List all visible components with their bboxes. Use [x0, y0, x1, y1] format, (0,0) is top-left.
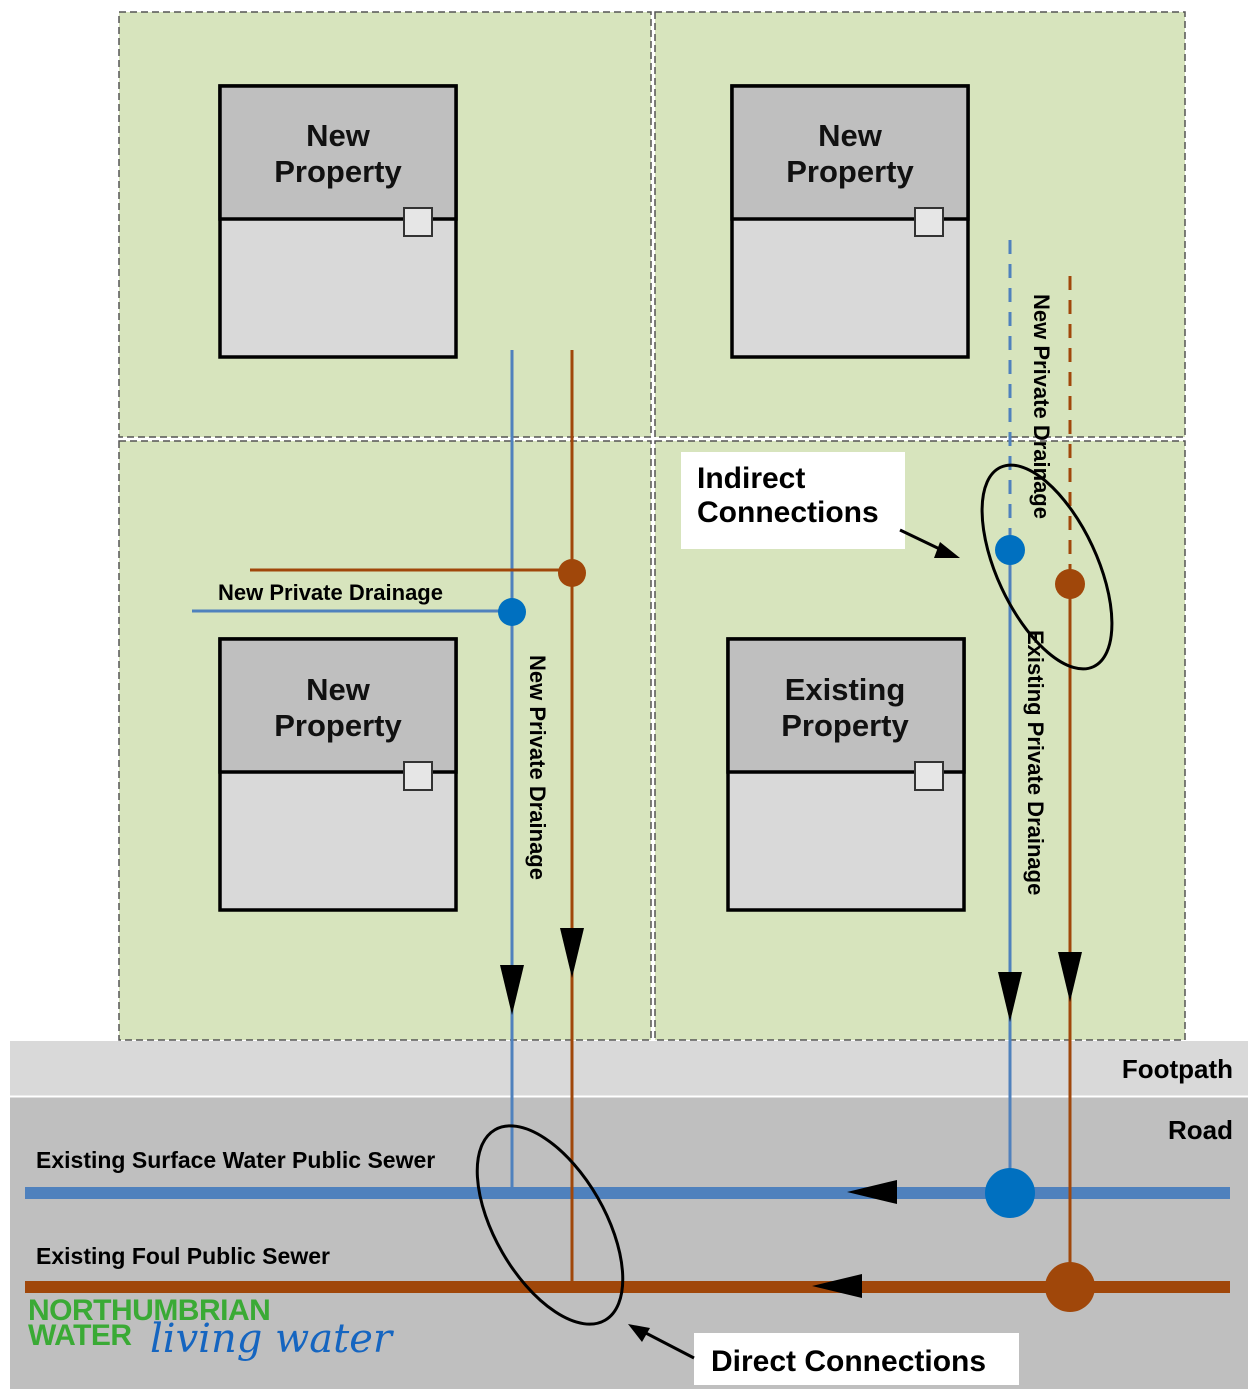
flow-arrow-left-icon	[812, 1274, 862, 1298]
indirect-foul-junction	[1055, 569, 1085, 599]
footpath-label: Footpath	[1122, 1054, 1233, 1084]
property-title-line2: Property	[274, 154, 402, 189]
flow-arrow-down-icon	[560, 928, 584, 978]
indirect-connections-callout	[681, 452, 905, 549]
property-title-line1: New	[306, 672, 371, 707]
property-top-left: New Property	[218, 84, 458, 359]
direct-connections-ellipse	[475, 1124, 625, 1326]
inspection-chamber-icon	[914, 761, 944, 791]
northumbrian-water-logo: NORTHUMBRIAN WATER living water	[28, 1294, 395, 1362]
road	[10, 1097, 1248, 1389]
inspection-chamber-icon	[914, 207, 944, 237]
direct-connections-label: Direct Connections	[711, 1345, 986, 1378]
property-title-line1: New	[306, 118, 371, 153]
property-bottom-left: New Property	[218, 637, 458, 912]
flow-arrow-down-icon	[500, 965, 524, 1015]
arrow-head-icon	[628, 1324, 650, 1342]
road-label: Road	[1168, 1115, 1233, 1145]
brand-tagline: living water	[150, 1316, 395, 1362]
arrow-head-icon	[934, 542, 960, 558]
direct-connections-callout	[694, 1333, 1019, 1385]
inspection-chamber-icon	[403, 207, 433, 237]
indirect-connections-line2: Connections	[697, 496, 879, 529]
flow-arrow-down-icon	[1058, 952, 1082, 1002]
flow-arrow-left-icon	[847, 1180, 897, 1204]
property-title-line1: Existing	[785, 672, 906, 707]
foul-sewer-label: Existing Foul Public Sewer	[36, 1243, 330, 1269]
brand-line2: WATER	[28, 1319, 132, 1352]
new-private-drainage-vertical-label: New Private Drainage	[525, 655, 550, 880]
direct-callout-arrow	[639, 1328, 695, 1360]
existing-private-drainage-label: Existing Private Drainage	[1023, 630, 1048, 895]
property-title-line2: Property	[781, 708, 909, 743]
foul-junction	[558, 559, 586, 587]
property-top-right: New Property	[730, 84, 970, 359]
surface-junction	[498, 598, 526, 626]
indirect-connections-line1: Indirect	[697, 462, 805, 495]
surface-water-sewer-label: Existing Surface Water Public Sewer	[36, 1147, 435, 1173]
property-title-line2: Property	[786, 154, 914, 189]
sewer-connection-surface	[985, 1168, 1035, 1218]
property-title-line1: New	[818, 118, 883, 153]
property-bottom-right: Existing Property	[726, 637, 966, 912]
indirect-surface-junction	[995, 535, 1025, 565]
sewer-connection-foul	[1045, 1262, 1095, 1312]
inspection-chamber-icon	[403, 761, 433, 791]
brand-line1: NORTHUMBRIAN	[28, 1294, 270, 1327]
new-private-drainage-vertical-label-right: New Private Drainage	[1029, 294, 1054, 519]
footpath	[10, 1041, 1248, 1096]
indirect-connections-ellipse	[980, 463, 1114, 671]
flow-arrow-down-icon	[998, 972, 1022, 1022]
new-private-drainage-label: New Private Drainage	[218, 580, 443, 605]
property-title-line2: Property	[274, 708, 402, 743]
